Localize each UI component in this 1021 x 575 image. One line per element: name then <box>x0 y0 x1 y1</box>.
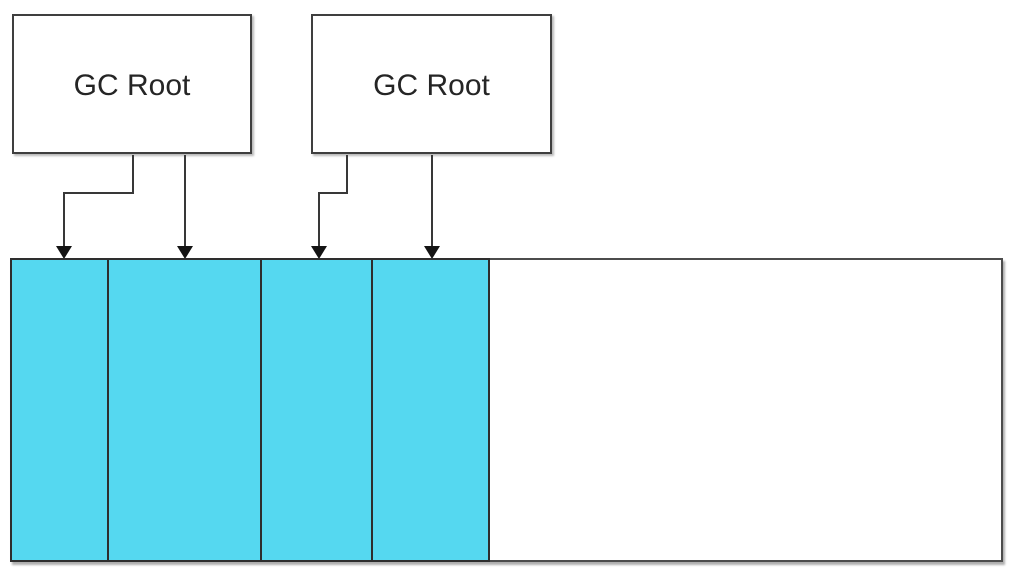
connector-arrow-4 <box>424 155 440 259</box>
connector-arrow-3 <box>311 155 348 259</box>
gc-root-1-label: GC Root <box>73 69 191 102</box>
heap-segment-1 <box>12 260 109 560</box>
gc-root-2-label: GC Root <box>373 69 490 102</box>
gc-root-box-1: GC Root <box>12 14 252 154</box>
gc-root-box-2: GC Root <box>311 14 552 154</box>
connector-line <box>318 155 348 246</box>
heap-segment-3 <box>262 260 373 560</box>
connector-line <box>63 155 134 246</box>
connector-arrow-1 <box>56 155 134 259</box>
connector-arrow-2 <box>177 155 193 259</box>
heap-segment-4 <box>373 260 488 560</box>
heap-used-region <box>10 258 490 562</box>
heap-free-space <box>490 260 1001 560</box>
heap-memory-bar <box>10 258 1003 562</box>
heap-segment-2 <box>109 260 262 560</box>
